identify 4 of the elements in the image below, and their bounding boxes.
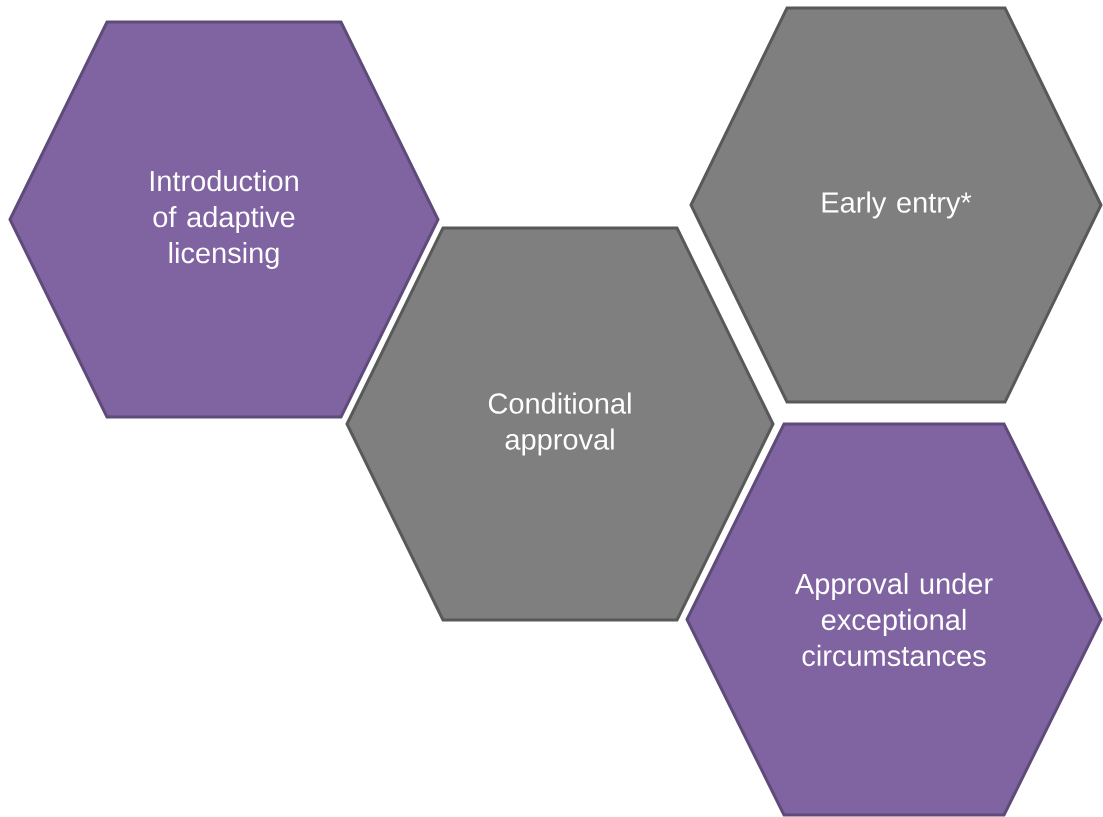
hexagon: Approval under exceptional circumstances	[685, 422, 1103, 817]
hexagon: Conditional approval	[345, 226, 775, 622]
hexagon: Introduction of adaptive licensing	[8, 20, 440, 419]
hexagon: Early entry*	[689, 6, 1103, 404]
